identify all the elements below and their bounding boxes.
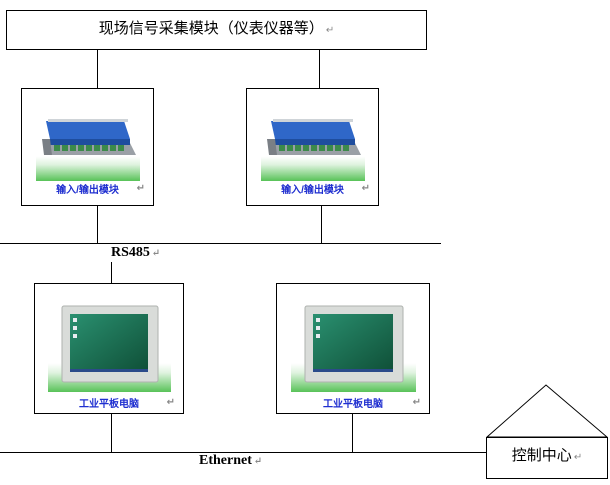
control-center-label: 控制中心	[511, 447, 572, 464]
ethernet-label: Ethernet	[199, 453, 252, 468]
control-center-roof-icon	[486, 384, 608, 438]
connector-top-to-io-2	[319, 49, 320, 88]
field-signal-box: 现场信号采集模块（仪表仪器等）↵	[6, 10, 427, 50]
connector-tablet-2-to-ethernet	[352, 414, 353, 452]
connector-top-to-io-1	[97, 49, 98, 88]
io-module-image-2	[261, 99, 365, 181]
tablet-device-icon	[304, 305, 404, 383]
rs485-bus-line	[0, 243, 441, 244]
paragraph-mark-icon: ↵	[573, 452, 583, 463]
io-module-device-icon	[42, 119, 136, 155]
connector-io-2-to-bus	[321, 206, 322, 243]
tablet-caption-1: 工业平板电脑	[79, 399, 139, 410]
tablet-box-1: 工业平板电脑 ↵	[34, 283, 184, 414]
ethernet-label-wrap: Ethernet↵	[199, 453, 262, 469]
tablet-image-2	[291, 296, 416, 392]
paragraph-mark-icon: ↵	[253, 456, 263, 467]
paragraph-mark-icon: ↵	[361, 183, 370, 194]
rs485-label-wrap: RS485↵	[111, 245, 160, 261]
connector-bus-to-tablet-1	[111, 262, 112, 283]
io-module-image-1	[36, 99, 140, 181]
tablet-box-2: 工业平板电脑 ↵	[276, 283, 430, 414]
paragraph-mark-icon: ↵	[325, 25, 335, 36]
tablet-caption-2: 工业平板电脑	[323, 399, 383, 410]
ethernet-line	[0, 452, 487, 453]
connector-tablet-1-to-ethernet	[111, 414, 112, 452]
control-center-box: 控制中心↵	[486, 437, 608, 479]
paragraph-mark-icon: ↵	[151, 248, 161, 259]
field-signal-label: 现场信号采集模块（仪表仪器等）	[98, 20, 324, 37]
io-module-caption-1: 输入/输出模块	[56, 185, 119, 196]
paragraph-mark-icon: ↵	[136, 183, 145, 194]
io-module-box-1: 输入/输出模块 ↵	[21, 88, 154, 206]
rs485-label: RS485	[111, 245, 150, 260]
io-module-device-icon	[267, 119, 361, 155]
connector-io-1-to-bus	[97, 206, 98, 243]
io-module-box-2: 输入/输出模块 ↵	[246, 88, 379, 206]
tablet-image-1	[48, 296, 171, 392]
tablet-device-icon	[61, 305, 159, 383]
paragraph-mark-icon: ↵	[166, 397, 175, 408]
paragraph-mark-icon: ↵	[412, 397, 421, 408]
io-module-caption-2: 输入/输出模块	[281, 185, 344, 196]
